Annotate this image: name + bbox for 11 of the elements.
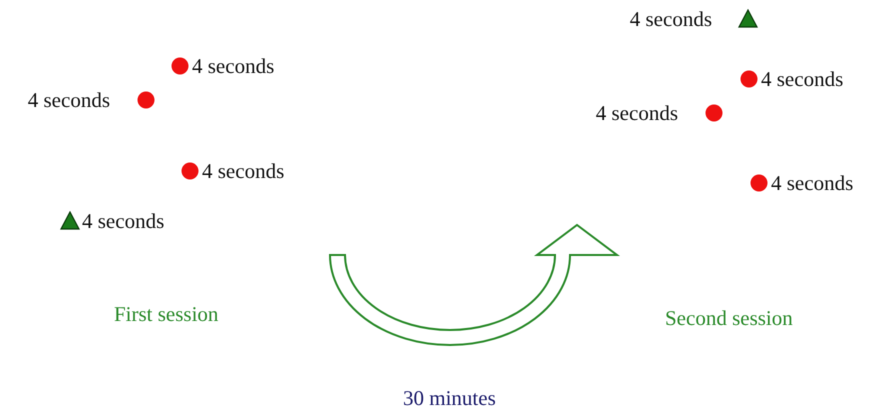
duration-label: 4 seconds — [82, 209, 164, 233]
session-label: First session — [114, 302, 218, 326]
session-label: Second session — [665, 306, 793, 330]
duration-label: 4 seconds — [596, 101, 678, 125]
duration-label: 4 seconds — [771, 171, 854, 195]
duration-label: 4 seconds — [630, 7, 712, 31]
time-label: 30 minutes — [403, 386, 496, 410]
duration-label: 4 seconds — [192, 54, 274, 78]
duration-label: 4 seconds — [28, 88, 110, 112]
duration-label: 4 seconds — [202, 159, 284, 183]
duration-label: 4 seconds — [761, 67, 844, 91]
